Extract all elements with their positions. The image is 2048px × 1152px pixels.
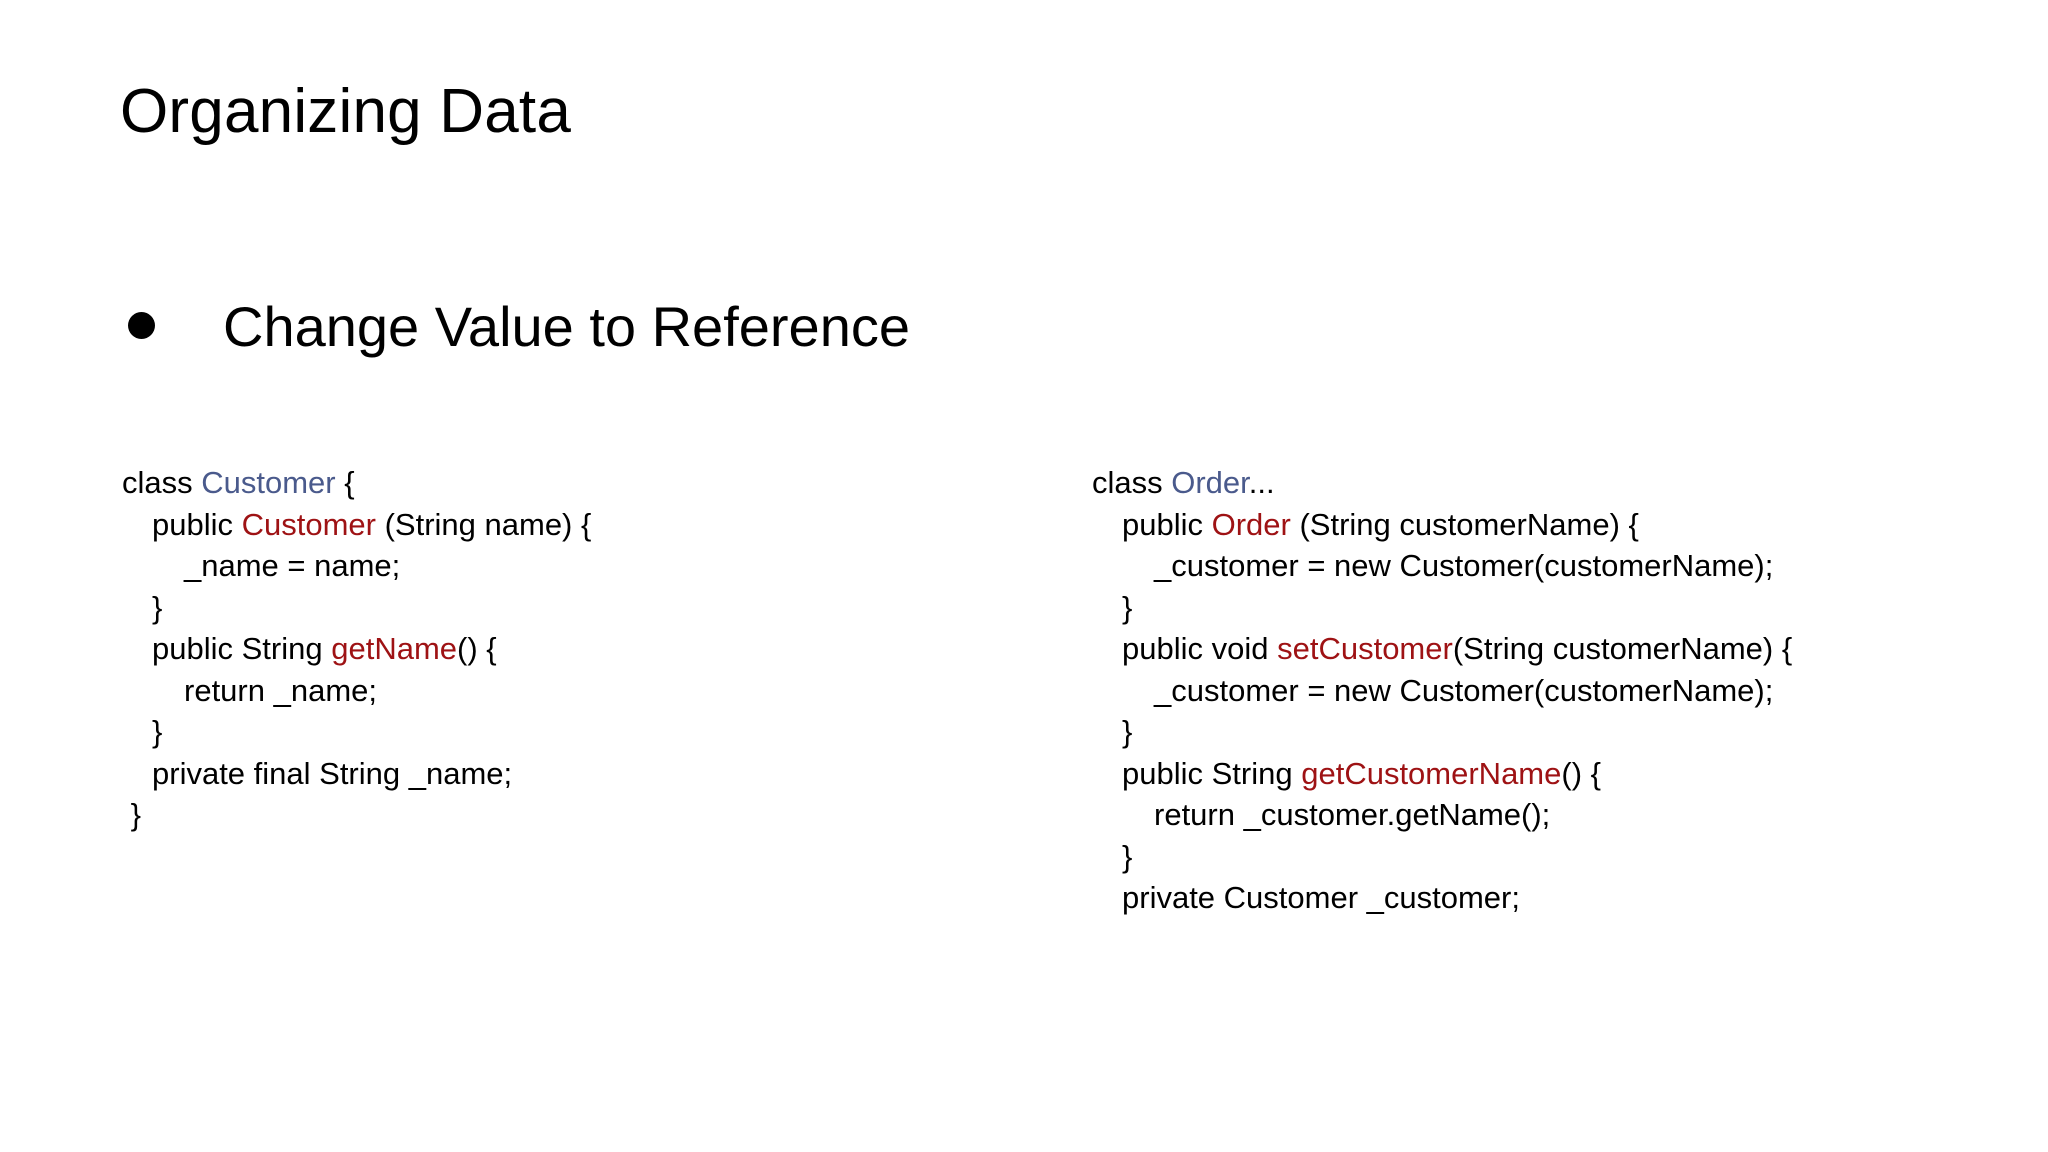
code-token-plain: } (1122, 714, 1133, 749)
code-line: _customer = new Customer(customerName); (1092, 545, 1792, 587)
code-token-plain: return _customer.getName(); (1154, 797, 1551, 832)
code-token-member: Customer (241, 506, 376, 542)
code-token-plain: () { (457, 631, 497, 666)
code-line: private final String _name; (122, 753, 591, 795)
code-token-plain: (String name) { (375, 506, 592, 542)
code-line: private Customer _customer; (1092, 877, 1792, 919)
code-token-plain: } (152, 589, 163, 625)
code-line: public void setCustomer(String customerN… (1092, 628, 1792, 670)
bullet-item: Change Value to Reference (128, 295, 910, 359)
code-token-plain: public String (1122, 755, 1302, 791)
code-token-plain: (String customerName) { (1290, 506, 1639, 542)
code-line: public String getCustomerName() { (1092, 753, 1792, 795)
bullet-item-label: Change Value to Reference (223, 295, 910, 358)
page-title: Organizing Data (120, 77, 572, 146)
code-line: return _customer.getName(); (1092, 794, 1792, 836)
code-token-plain: private Customer _customer; (1122, 880, 1520, 915)
code-line: public Customer (String name) { (122, 504, 591, 546)
code-token-plain: { (335, 465, 355, 500)
code-token-plain: private final String _name; (152, 755, 513, 791)
code-line: } (1092, 836, 1792, 878)
code-token-plain: } (1122, 838, 1133, 874)
code-token-plain: public void (1122, 631, 1278, 666)
code-token-member: setCustomer (1277, 631, 1453, 666)
code-token-plain: } (152, 714, 163, 749)
code-token-plain: public (152, 506, 242, 542)
order-class-code-block: class Order...public Order (String custo… (1092, 462, 1792, 919)
code-token-member: getName (331, 631, 458, 666)
code-token-member: Order (1211, 506, 1291, 542)
customer-class-code-block: class Customer {public Customer (String … (122, 462, 591, 836)
code-token-plain: public (1122, 506, 1212, 542)
code-token-type: Order (1171, 465, 1249, 500)
code-token-plain: ... (1248, 465, 1275, 500)
code-line: public Order (String customerName) { (1092, 504, 1792, 546)
code-line: public String getName() { (122, 628, 591, 670)
code-line: } (122, 587, 591, 629)
code-token-plain: } (1122, 589, 1133, 625)
code-line: } (1092, 587, 1792, 629)
code-line: } (122, 794, 591, 836)
code-token-plain: class (1092, 465, 1172, 500)
code-token-plain: _name = name; (184, 548, 401, 583)
code-token-plain: () { (1561, 755, 1601, 791)
code-line: } (122, 711, 591, 753)
code-line: } (1092, 711, 1792, 753)
code-token-plain: _customer = new Customer(customerName); (1154, 672, 1774, 708)
bullet-dot-icon (128, 312, 155, 339)
code-token-plain: class (122, 465, 202, 500)
code-token-plain: } (122, 797, 141, 832)
code-line: _customer = new Customer(customerName); (1092, 670, 1792, 712)
code-line: return _name; (122, 670, 591, 712)
code-line: class Order... (1092, 462, 1792, 504)
code-token-type: Customer (201, 465, 336, 500)
code-token-plain: (String customerName) { (1452, 631, 1793, 666)
code-token-plain: public String (152, 631, 332, 666)
code-token-member: getCustomerName (1301, 755, 1562, 791)
code-line: _name = name; (122, 545, 591, 587)
code-line: class Customer { (122, 462, 591, 504)
code-token-plain: _customer = new Customer(customerName); (1154, 548, 1774, 583)
code-token-plain: return _name; (184, 672, 377, 708)
